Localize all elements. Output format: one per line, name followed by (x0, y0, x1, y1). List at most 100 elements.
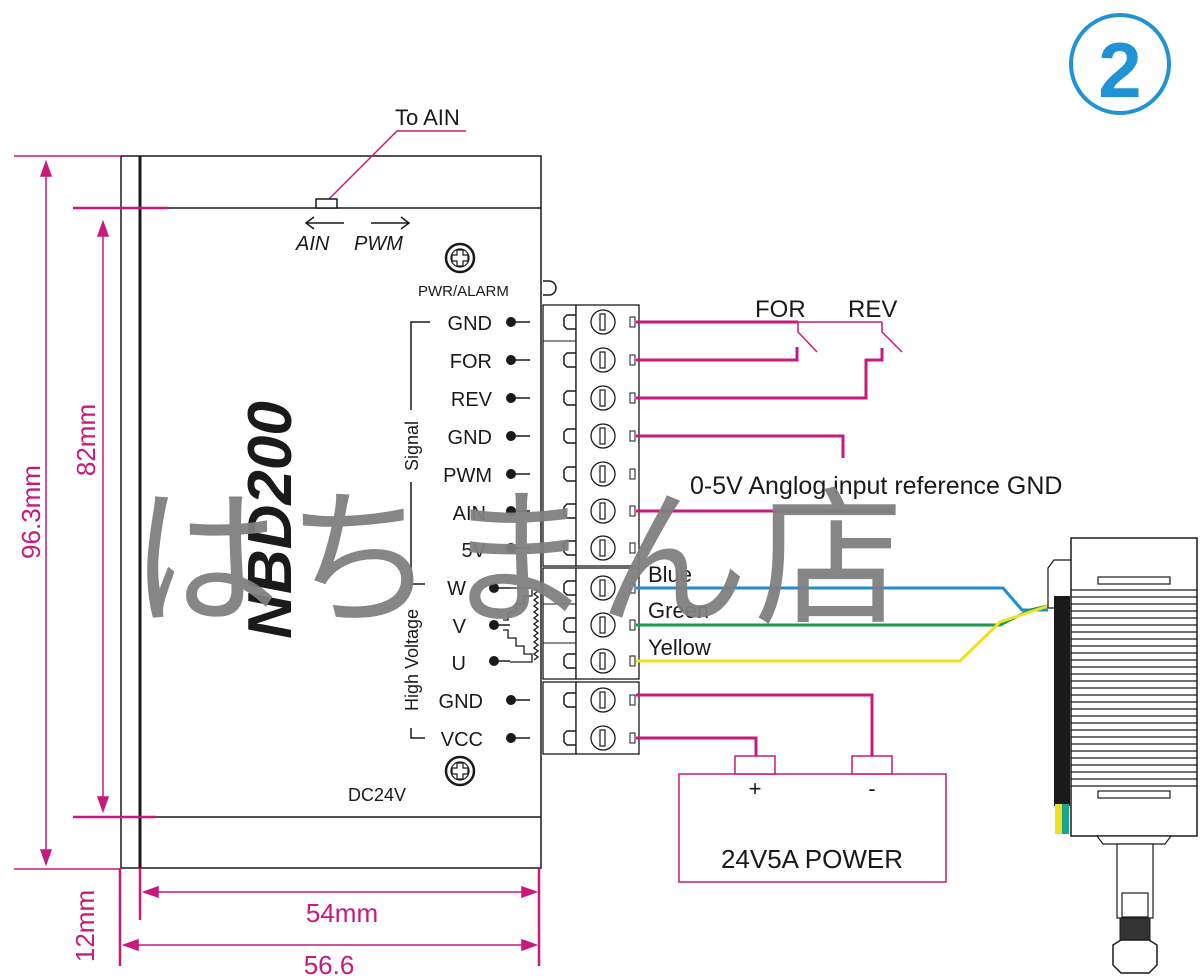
terminal-latch (563, 428, 576, 444)
pwm-arrow-icon (400, 216, 411, 230)
signal-pin-labels: GND FOR REV GND PWM AIN 5V (443, 313, 493, 562)
shaft-key (1121, 892, 1149, 918)
pin-label-for: FOR (450, 351, 492, 373)
pin-label-rev: REV (451, 389, 493, 411)
pin-label-vcc: VCC (441, 729, 483, 751)
terminal-screw-icon[interactable] (590, 498, 616, 524)
terminal-screw-icon[interactable] (590, 648, 616, 674)
terminal-housing (542, 681, 577, 755)
wire-entry (629, 619, 636, 631)
wire-label-green: Green (648, 598, 709, 623)
terminal-latch (563, 580, 576, 596)
total-height-label: 96.3mm (16, 465, 46, 559)
wire-entry (629, 505, 636, 517)
wire-entry (629, 542, 636, 554)
terminal-latch (563, 390, 576, 406)
terminal-screw-icon[interactable] (590, 385, 616, 411)
to-ain-callout: To AIN (315, 105, 466, 209)
screw-slot (599, 579, 606, 597)
model-name: NBD200 (236, 401, 305, 639)
power-wires (636, 693, 874, 756)
wire-entry (629, 732, 636, 744)
terminal-latch (563, 692, 576, 708)
shaft-nut-icon (1112, 939, 1158, 974)
wire-gnd-to-minus (636, 693, 874, 756)
terminal-screw-icon[interactable] (590, 423, 616, 449)
badge-circle (1069, 13, 1171, 115)
pin-label-u: U (452, 653, 466, 675)
pin-label-gnd: GND (448, 313, 492, 335)
pin-label-gnd-power: GND (439, 691, 483, 713)
analog-reference-note: 0-5V Anglog input reference GND (690, 472, 1062, 500)
screw-slot (599, 389, 606, 407)
wire-entry (629, 354, 636, 366)
supply-voltage-label: DC24V (348, 785, 406, 805)
terminal-screw-icon[interactable] (590, 535, 616, 561)
motor-coil-icon (503, 587, 540, 663)
screw-icon-bottom (444, 755, 476, 787)
step-badge: 2 (1069, 13, 1171, 115)
total-width-label: 56.6 (304, 950, 355, 976)
terminal-housing (542, 304, 577, 567)
motor-flange (1095, 835, 1173, 845)
motor-top-cap (1097, 576, 1171, 585)
rev-switch-icon (881, 322, 903, 353)
wire-vcc-to-plus (636, 736, 758, 756)
motor-wires (636, 586, 1049, 663)
ain-mode-label: AIN (295, 233, 330, 255)
minus-terminal-label: - (868, 776, 875, 801)
terminal-screw-icon[interactable] (590, 575, 616, 601)
wire-entry (629, 430, 636, 442)
terminal-latch (563, 314, 576, 330)
screw-slot (599, 539, 606, 557)
high-voltage-group-label: High Voltage (402, 609, 422, 711)
wire-yellow (636, 604, 1049, 663)
inner-width-label: 54mm (306, 898, 378, 928)
wire-gnd-ref (636, 434, 845, 458)
signal-wires (636, 320, 892, 513)
screw-slot (599, 427, 606, 445)
pin-label-v: V (453, 616, 467, 638)
motor-bottom-cap (1097, 790, 1171, 799)
terminal-latch (563, 730, 576, 746)
bldc-motor (1047, 537, 1198, 974)
rev-switch-label: REV (848, 296, 897, 323)
wire-rev (636, 348, 884, 400)
wire-entry (629, 392, 636, 404)
terminal-screw-icon[interactable] (590, 687, 616, 713)
watermark: はちまん店 (130, 476, 910, 644)
switch-contacts (797, 322, 903, 353)
mode-switch-arrows (304, 216, 411, 230)
terminal-screw-icon[interactable] (590, 309, 616, 335)
terminal-latch (563, 540, 576, 556)
screw-slot (599, 465, 606, 483)
power-pin-labels: GND VCC (439, 691, 483, 751)
terminal-screw-icon[interactable] (590, 725, 616, 751)
screw-slot (599, 729, 606, 747)
pwm-mode-label: PWM (354, 233, 403, 255)
pwr-alarm-label: PWR/ALARM (418, 283, 509, 300)
terminal-housing (542, 567, 577, 680)
power-supply-label: 24V5A POWER (721, 844, 903, 874)
wire-entry (629, 694, 636, 706)
terminal-latch (563, 653, 576, 669)
inner-height-label: 82mm (71, 404, 101, 476)
terminal-screw-icon[interactable] (590, 612, 616, 638)
depth-label: 12mm (70, 890, 100, 962)
motor-fins (1071, 589, 1197, 787)
wire-label-blue: Blue (648, 562, 692, 587)
terminal-screw-icon[interactable] (590, 461, 616, 487)
signal-group-bracket (410, 321, 430, 585)
pin-label-w: W (447, 578, 466, 600)
terminal-latch (563, 617, 576, 633)
wire-entry (629, 316, 636, 328)
pin-label-ain: AIN (453, 503, 486, 525)
wire-for (636, 347, 799, 362)
terminal-screw-icon[interactable] (590, 347, 616, 373)
power-supply-box (678, 773, 947, 883)
mode-switch[interactable] (315, 198, 338, 209)
motor-pin-labels: W V U (447, 578, 467, 675)
ain-arrow-icon (304, 216, 315, 230)
pwr-alarm-led-icon (543, 280, 557, 296)
